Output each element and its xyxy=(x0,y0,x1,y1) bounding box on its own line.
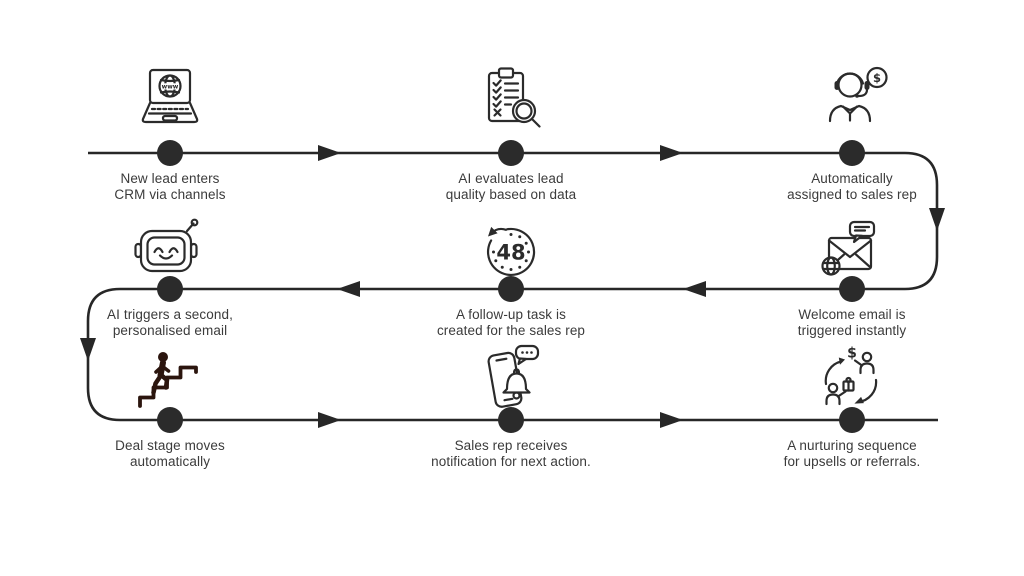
www-label: www xyxy=(162,84,179,91)
dollar-sign: $ xyxy=(873,71,881,85)
flow-node xyxy=(157,140,183,166)
arrowhead-down xyxy=(929,208,945,231)
referral-cycle-icon: $ xyxy=(814,344,890,420)
step-label-line: created for the sales rep xyxy=(436,323,586,339)
step-label-line: AI evaluates lead xyxy=(458,171,564,186)
step-label-line: personalised email xyxy=(112,323,228,339)
flow-node xyxy=(839,407,865,433)
arrowhead-left xyxy=(683,281,706,297)
step-label-line: New lead enters xyxy=(120,171,220,186)
climbing-stairs-icon xyxy=(132,336,208,412)
welcome-email-icon xyxy=(814,212,890,288)
timer-value: 48 xyxy=(496,241,525,265)
flow-node xyxy=(498,407,524,433)
step-label-follow-up-task: A follow-up task is created for the sale… xyxy=(386,307,636,340)
step-label-line: A follow-up task is xyxy=(456,307,566,322)
step-label-ai-evaluates: AI evaluates lead quality based on data xyxy=(386,171,636,204)
step-label-second-email: AI triggers a second, personalised email xyxy=(45,307,295,340)
flow-node xyxy=(498,140,524,166)
step-label-auto-assigned: Automatically assigned to sales rep xyxy=(727,171,977,204)
laptop-globe-icon: www xyxy=(132,64,208,140)
step-label-line: for upsells or referrals. xyxy=(783,454,921,470)
flow-node xyxy=(157,276,183,302)
flow-node xyxy=(498,276,524,302)
support-agent-dollar-icon: $ xyxy=(814,62,890,138)
step-label-line: Deal stage moves xyxy=(115,438,225,453)
dollar-sign: $ xyxy=(847,346,857,362)
step-label-line: assigned to sales rep xyxy=(787,187,917,203)
step-label-line: Welcome email is xyxy=(798,307,906,322)
step-label-line: automatically xyxy=(129,454,211,470)
step-label-line: quality based on data xyxy=(445,187,577,203)
timer-48-hours-icon: 48 xyxy=(473,214,549,290)
step-label-line: notification for next action. xyxy=(431,454,591,470)
step-label-deal-stage: Deal stage moves automatically xyxy=(45,438,295,471)
step-label-line: Sales rep receives xyxy=(454,438,568,453)
robot-icon xyxy=(132,214,208,290)
arrowhead-right xyxy=(318,412,341,428)
clipboard-checklist-magnifier-icon xyxy=(473,64,549,140)
step-label-line: AI triggers a second, xyxy=(107,307,233,322)
step-label-line: A nurturing sequence xyxy=(787,438,917,453)
step-label-welcome-email: Welcome email is triggered instantly xyxy=(727,307,977,340)
flow-node xyxy=(839,276,865,302)
step-label-line: CRM via channels xyxy=(114,187,226,203)
step-label-nurturing-sequence: A nurturing sequence for upsells or refe… xyxy=(727,438,977,471)
arrowhead-right xyxy=(318,145,341,161)
arrowhead-down xyxy=(80,338,96,361)
arrowhead-right xyxy=(660,412,683,428)
flow-node xyxy=(839,140,865,166)
arrowhead-right xyxy=(660,145,683,161)
step-label-line: Automatically xyxy=(811,171,893,186)
step-label-rep-notification: Sales rep receives notification for next… xyxy=(386,438,636,471)
step-label-new-lead: New lead enters CRM via channels xyxy=(45,171,295,204)
step-label-line: triggered instantly xyxy=(797,323,907,339)
arrowhead-left xyxy=(337,281,360,297)
phone-notification-icon xyxy=(473,340,549,416)
flow-node xyxy=(157,407,183,433)
